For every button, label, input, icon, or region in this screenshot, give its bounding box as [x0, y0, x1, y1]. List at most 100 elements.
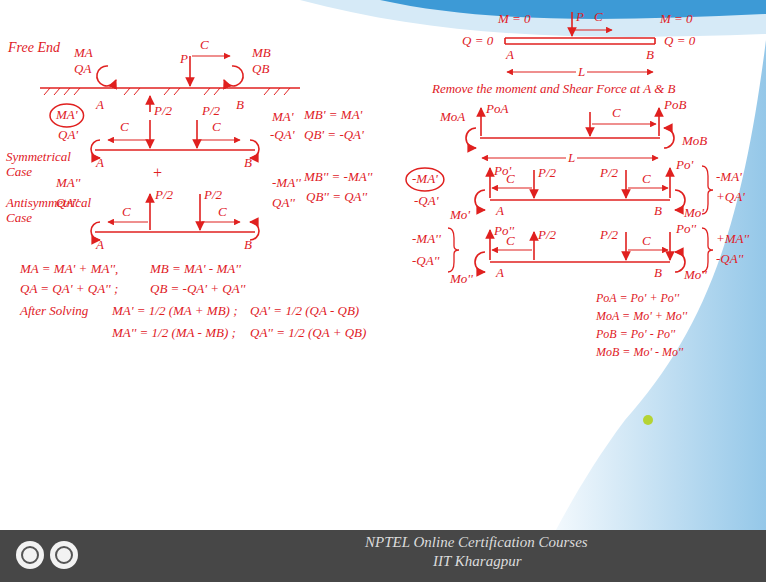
dot — [643, 415, 653, 425]
handwritten-label: Q = 0 — [664, 34, 695, 49]
dimension — [192, 55, 230, 56]
handwritten-label: QA' — [58, 128, 78, 143]
load-arrow — [571, 12, 573, 36]
handwritten-label: QA' = 1/2 (QA - QB) — [250, 304, 359, 319]
handwritten-label: MA'' — [56, 176, 80, 191]
moment-arc — [675, 252, 685, 272]
beam — [490, 199, 670, 201]
handwritten-label: P/2 — [538, 166, 556, 181]
dimension — [202, 221, 240, 222]
handwritten-label: MA' = 1/2 (MA + MB) ; — [112, 304, 238, 319]
handwritten-label: Free End — [8, 40, 60, 56]
handwritten-label: -MA' — [716, 170, 742, 185]
header-swoosh — [380, 0, 766, 19]
moment-arc — [664, 128, 674, 148]
load-arrow — [589, 112, 591, 136]
force-arrow — [480, 108, 482, 136]
handwritten-label: MA' — [56, 108, 78, 123]
handwritten-label: QA'' — [272, 196, 295, 211]
circle-mark — [406, 168, 444, 191]
beam — [480, 137, 660, 139]
handwritten-label: C — [642, 172, 651, 187]
force-arrow — [669, 168, 671, 198]
load-arrow — [189, 56, 191, 86]
circle-mark — [50, 104, 84, 127]
handwritten-label: -MA' — [412, 172, 438, 187]
load-arrow — [196, 120, 198, 148]
handwritten-label: P — [576, 10, 584, 25]
handwritten-label: MB — [252, 46, 271, 61]
sketch — [40, 12, 713, 272]
handwritten-label: B — [654, 266, 662, 281]
handwritten-label: MoB — [682, 134, 707, 149]
handwritten-label: QB — [252, 62, 269, 77]
load-arrow — [625, 232, 627, 260]
handwritten-label: MA'' = 1/2 (MA - MB) ; — [112, 326, 236, 341]
handwritten-label: -MA'' — [412, 232, 441, 247]
handwritten-label: A — [496, 266, 504, 281]
moment-arc — [466, 128, 476, 148]
handwritten-label: MA — [74, 46, 93, 61]
load-arrow — [533, 232, 535, 260]
handwritten-label: P/2 — [204, 188, 222, 203]
handwritten-label: C — [200, 38, 209, 53]
beam — [95, 231, 255, 233]
moment-arc — [97, 66, 116, 86]
dimension — [592, 123, 656, 124]
load-arrow — [625, 170, 627, 198]
handwritten-label: B — [646, 48, 654, 63]
handwritten-label: B — [236, 98, 244, 113]
ring-layer — [50, 104, 444, 191]
handwritten-label: -QA' — [270, 128, 294, 143]
handwritten-label: QA'' — [56, 196, 79, 211]
side-swoosh — [556, 40, 766, 530]
handwritten-label: QB' = -QA' — [304, 128, 364, 143]
handwritten-label: MB' = MA' — [304, 108, 362, 123]
handwritten-label: M = 0 — [498, 12, 531, 27]
handwritten-label: C — [506, 172, 515, 187]
logo — [50, 541, 78, 569]
moment-arc — [475, 252, 485, 272]
handwritten-label: A — [96, 238, 104, 253]
handwritten-label: -MA'' — [272, 176, 301, 191]
beam — [505, 43, 655, 45]
handwritten-label: +MA'' — [716, 232, 749, 247]
dimension — [492, 249, 532, 250]
handwritten-label: Po' — [676, 158, 693, 173]
handwritten-label: P/2 — [155, 188, 173, 203]
handwritten-label: QA = QA' + QA'' ; — [20, 282, 118, 297]
handwritten-label: C — [120, 120, 129, 135]
force-arrow — [489, 168, 491, 198]
handwritten-label: -QA' — [414, 194, 438, 209]
handwritten-label: MoB = Mo' - Mo'' — [596, 346, 683, 360]
ground-hatch — [44, 88, 290, 95]
handwritten-label: P — [180, 52, 188, 67]
handwritten-label: P/2 — [600, 166, 618, 181]
beam — [505, 37, 655, 39]
moment-arc — [675, 190, 685, 210]
handwritten-label: P/2 — [202, 104, 220, 119]
handwritten-label: C — [642, 234, 651, 249]
handwritten-label: C — [594, 10, 603, 25]
handwritten-label: M = 0 — [660, 12, 693, 27]
handwritten-label: MB'' = -MA'' — [304, 170, 372, 185]
handwritten-label: C — [218, 205, 227, 220]
handwritten-label: C — [506, 234, 515, 249]
handwritten-label: Mo'' — [450, 272, 473, 287]
handwritten-label: Po'' — [676, 222, 696, 237]
load-arrow — [149, 194, 151, 230]
handwritten-label: A — [506, 48, 514, 63]
handwritten-label: Mo' — [684, 206, 704, 221]
beam — [95, 149, 255, 151]
beam — [490, 261, 670, 263]
handwritten-label: -QA'' — [412, 254, 439, 269]
load-arrow — [149, 120, 151, 148]
handwritten-label: PoA — [486, 102, 508, 117]
handwritten-label: -QA'' — [716, 252, 743, 267]
handwritten-label: MA = MA' + MA'', — [20, 262, 118, 277]
handwritten-label: P/2 — [600, 228, 618, 243]
footer-bar — [0, 530, 766, 582]
handwritten-label: PoB = Po' - Po'' — [596, 328, 675, 342]
logo — [16, 541, 44, 569]
brace — [702, 228, 713, 272]
